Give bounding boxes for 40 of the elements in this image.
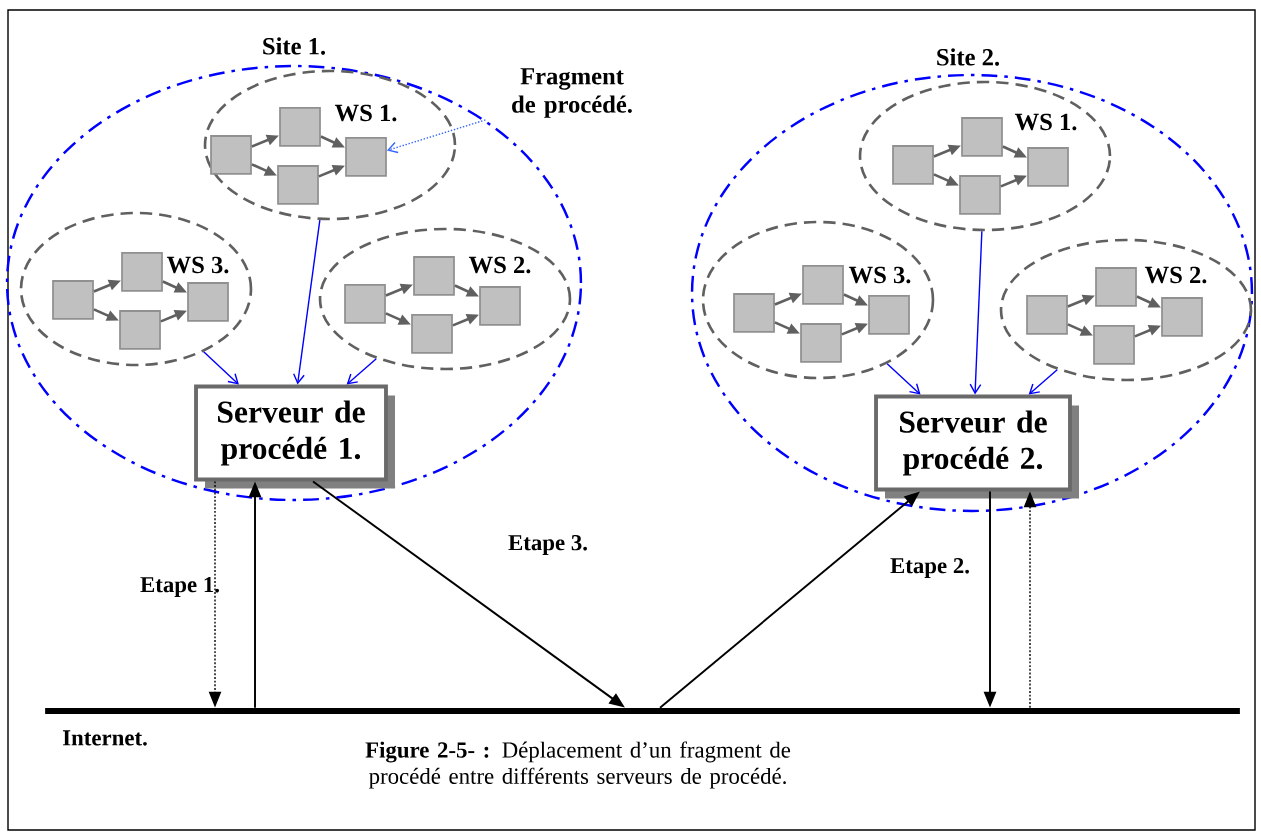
- activity-box: [119, 310, 161, 350]
- activity-box: [344, 284, 386, 324]
- activity-box: [121, 252, 163, 292]
- arrow: [346, 358, 377, 385]
- server-box: Serveur de procédé 1.: [194, 384, 395, 489]
- activity-box: [1093, 325, 1135, 365]
- activity-box: [961, 117, 1003, 157]
- activity-box: [345, 137, 387, 177]
- activity-box: [210, 135, 252, 175]
- activity-box: [868, 295, 910, 335]
- arrow: [203, 351, 239, 385]
- arrow: [969, 230, 983, 395]
- arrow: [886, 363, 921, 395]
- annotation-text: Fragment de procédé.: [512, 68, 632, 118]
- arrow: [293, 219, 321, 385]
- activity-box: [187, 282, 229, 322]
- arrow: [1028, 369, 1058, 395]
- figure-caption: Figure 2-5- : Déplacement d’un fragment de procédé entre différents serveurs de procédé.: [365, 741, 791, 789]
- server-box: Serveur de procédé 2.: [874, 394, 1079, 499]
- activity-box: [1026, 295, 1068, 335]
- step-label: Etape 3.: [508, 535, 587, 555]
- node-label: Site 2.: [937, 48, 1000, 66]
- activity-box: [733, 293, 775, 333]
- activity-box: [279, 107, 321, 147]
- activity-box: [52, 280, 94, 320]
- activity-box: [1095, 267, 1137, 307]
- activity-box: [892, 145, 934, 185]
- activity-box: [411, 314, 453, 354]
- activity-box: [413, 256, 455, 296]
- node-label: Site 1.: [263, 37, 326, 55]
- activity-box: [479, 286, 521, 326]
- leader-line: [386, 119, 487, 154]
- activity-box: [1027, 147, 1069, 187]
- activity-box: [277, 165, 319, 205]
- step-label: Etape 2.: [890, 558, 969, 578]
- activity-box: [802, 265, 844, 305]
- activity-box: [959, 175, 1001, 215]
- activity-box: [800, 323, 842, 363]
- step-label: Etape 1.: [140, 577, 219, 597]
- activity-box: [1161, 297, 1203, 337]
